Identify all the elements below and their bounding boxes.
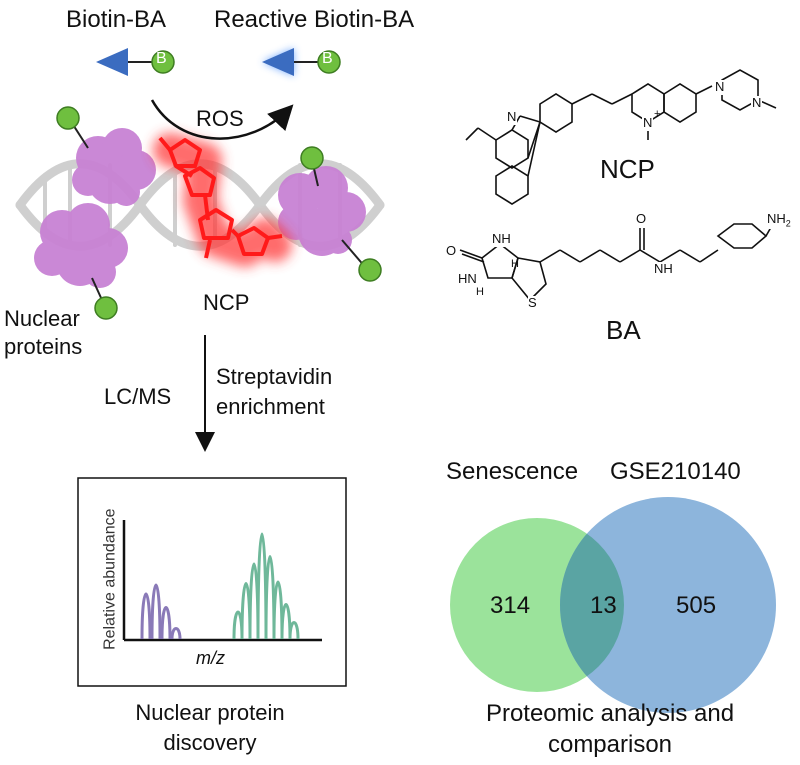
ncp-atom-n-quinolinium: N [642, 115, 654, 131]
probe-triangle [96, 48, 128, 76]
spectrum-panel-frame [77, 477, 347, 687]
ba-atom-h1: H [511, 258, 519, 270]
ba-structure-name: BA [606, 315, 641, 345]
biotin-ba-probe [96, 48, 175, 76]
ncp-structure [465, 69, 777, 205]
enrichment-label-1: Streptavidin [216, 364, 333, 389]
probe-label: Biotin-BA [66, 6, 167, 33]
venn-diagram [450, 497, 776, 713]
ncp-atom-n-piperazine-2: N [751, 95, 763, 111]
ba-atom-nh2-sub: 2 [785, 218, 791, 229]
venn-set-b-label: GSE210140 [610, 458, 741, 485]
spectrum-xlabel: m/z [196, 648, 225, 668]
reactive-probe-triangle [262, 48, 294, 76]
nuclear-proteins-label-2: proteins [4, 334, 83, 359]
nuclear-proteins-label-1: Nuclear [4, 306, 80, 331]
ncp-charge: + [654, 108, 661, 120]
spectrum-caption-1: Nuclear protein [135, 700, 285, 725]
spectrum-peaks [140, 532, 300, 640]
nuclear-protein-blobs [34, 128, 366, 288]
enrichment-label-2: enrichment [216, 394, 325, 419]
venn-set-a-label: Senescence [446, 458, 579, 485]
ba-atom-h2: H [476, 286, 484, 298]
probe-biotin [151, 50, 175, 74]
spectrum-ylabel: Relative abundance [101, 508, 119, 650]
ba-atom-o-amide: O [636, 211, 647, 227]
ba-atom-s: S [528, 295, 537, 311]
reactive-biotin-ba-probe [262, 48, 341, 76]
reactive-probe-biotin [317, 50, 341, 74]
biotin-spheres [56, 106, 382, 320]
ba-atom-nh2: NH2 [767, 211, 791, 229]
venn-count-b-only: 505 [676, 592, 717, 619]
ros-arrow [150, 99, 294, 140]
probe-biotin-letter: B [156, 50, 167, 67]
spectrum-peak [140, 592, 152, 640]
ncp-molecule-glow [153, 133, 292, 267]
protein-blob-2 [34, 203, 128, 288]
venn-count-a-only: 314 [490, 592, 531, 619]
spectrum-peak [288, 621, 300, 640]
ncp-atom-n-carbazole: N [506, 109, 518, 125]
ba-structure [459, 221, 775, 302]
reactive-probe-label: Reactive Biotin-BA [214, 6, 415, 33]
ba-atom-o-urea: O [446, 243, 457, 259]
spectrum-axes [122, 520, 322, 642]
ncp-structure-name: NCP [600, 154, 655, 184]
spectrum-peak [150, 583, 162, 640]
reactive-biotin-letter: B [322, 50, 333, 67]
protein-blob-1 [72, 128, 156, 206]
lcms-label: LC/MS [104, 384, 172, 409]
ncp-scene-label: NCP [203, 290, 250, 315]
venn-caption-2: comparison [547, 731, 673, 758]
spectrum-peak [170, 627, 182, 640]
ba-atom-nh2-main: NH [767, 211, 786, 226]
ba-atom-nh-amide: NH [654, 261, 673, 277]
ros-label: ROS [196, 106, 244, 131]
spectrum-peak [160, 606, 172, 640]
venn-set-b [560, 497, 776, 713]
ba-atom-hn: HN [458, 271, 477, 287]
venn-count-overlap: 13 [590, 592, 617, 619]
ba-atom-nh: NH [492, 231, 511, 247]
spectrum-caption-2: discovery [163, 730, 257, 755]
venn-caption-1: Proteomic analysis and [485, 700, 735, 727]
protein-blob-3 [278, 166, 366, 256]
ncp-atom-n-piperazine-1: N [714, 79, 726, 95]
